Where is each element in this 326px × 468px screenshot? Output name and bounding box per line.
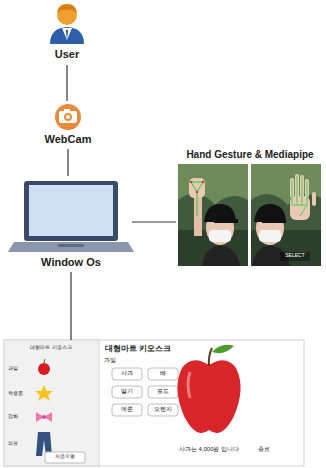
kiosk-label: 대형마트 키오스크 bbox=[30, 345, 71, 351]
illustration-part bbox=[42, 415, 46, 419]
illustration-part bbox=[57, 4, 77, 13]
node-label: User bbox=[55, 48, 79, 61]
gesture-photo bbox=[178, 164, 248, 266]
illustration-part bbox=[112, 404, 142, 416]
illustration-part bbox=[35, 385, 53, 401]
kiosk-label: 과일 bbox=[104, 357, 116, 364]
illustration-part bbox=[254, 204, 286, 222]
illustration-part bbox=[148, 404, 178, 416]
kiosk-label: 메론 bbox=[121, 406, 133, 413]
illustration-part bbox=[8, 242, 134, 252]
user-node: User bbox=[37, 0, 97, 65]
gesture-photo bbox=[251, 164, 321, 266]
illustration-part bbox=[112, 386, 142, 398]
illustration-part bbox=[112, 368, 142, 380]
illustration-part bbox=[312, 192, 316, 206]
illustration-part bbox=[194, 196, 202, 236]
connector-line bbox=[67, 149, 68, 176]
kiosk-label: 포도 bbox=[157, 388, 169, 395]
kiosk-label: 처음으로 bbox=[55, 454, 75, 460]
webcam-node: WebCam bbox=[33, 101, 103, 149]
illustration-part bbox=[59, 111, 77, 123]
illustration-part bbox=[24, 181, 118, 241]
kiosk-label: 종료 bbox=[258, 446, 270, 453]
gesture-panel: Hand Gesture & Mediapipe bbox=[176, 148, 324, 268]
illustration-part bbox=[29, 185, 113, 236]
node-label: Window Os bbox=[41, 256, 101, 269]
illustration-part bbox=[4, 340, 99, 466]
kiosk-label: 과일 bbox=[8, 366, 18, 372]
illustration-part bbox=[191, 182, 203, 216]
illustration-part bbox=[178, 230, 248, 266]
kiosk-label: 학용품 bbox=[8, 391, 23, 397]
illustration-part bbox=[62, 28, 72, 40]
illustration-part bbox=[50, 27, 84, 44]
illustration-part bbox=[55, 104, 81, 130]
illustration-part bbox=[148, 386, 178, 398]
illustration-part bbox=[209, 230, 231, 242]
illustration-part bbox=[280, 252, 310, 261]
user-icon bbox=[50, 4, 84, 44]
illustration-part bbox=[262, 219, 286, 223]
illustration-part bbox=[251, 164, 321, 205]
illustration-part bbox=[148, 368, 178, 380]
kiosk-label: 사과는 4,000원 입니다 bbox=[179, 446, 239, 453]
kiosk-label: SELECT bbox=[285, 253, 304, 259]
illustration-part bbox=[292, 176, 307, 216]
illustration-part bbox=[4, 340, 304, 466]
illustration-part bbox=[177, 360, 240, 433]
node-label: WebCam bbox=[45, 133, 92, 146]
illustration-part bbox=[66, 30, 68, 40]
illustration-part bbox=[44, 359, 45, 363]
kiosk-label: 사과 bbox=[121, 370, 133, 377]
node-label: 대형마트 키오스크 bbox=[105, 344, 171, 353]
webcam-icon bbox=[55, 104, 81, 130]
kiosk-label: 딸기 bbox=[121, 388, 133, 395]
kiosk-screen bbox=[4, 340, 304, 466]
illustration-part bbox=[178, 164, 248, 205]
illustration-part bbox=[36, 412, 52, 422]
illustration-part bbox=[57, 5, 77, 25]
illustration-part bbox=[202, 181, 205, 184]
illustration-part bbox=[251, 230, 321, 266]
illustration-part bbox=[38, 363, 50, 375]
illustration-part bbox=[178, 164, 248, 266]
illustration-part bbox=[212, 345, 234, 353]
illustration-part bbox=[64, 113, 72, 121]
illustration-part bbox=[202, 246, 240, 266]
illustration-part bbox=[196, 191, 199, 194]
illustration-part bbox=[259, 230, 281, 242]
illustration-part bbox=[58, 244, 84, 247]
computer-node: Window Os bbox=[10, 176, 132, 272]
illustration-part bbox=[190, 181, 193, 184]
node-label: Hand Gesture & Mediapipe bbox=[186, 149, 313, 161]
illustration-part bbox=[64, 109, 70, 112]
laptop-icon bbox=[8, 181, 134, 252]
illustration-part bbox=[251, 164, 321, 266]
connector-line bbox=[132, 221, 176, 222]
illustration-part bbox=[214, 219, 238, 223]
kiosk-label: 의류 bbox=[8, 441, 18, 447]
illustration-part bbox=[66, 115, 70, 119]
kiosk-label: 오렌지 bbox=[154, 406, 172, 413]
kiosk-label: 잡화 bbox=[8, 414, 18, 420]
illustration-part bbox=[188, 372, 190, 398]
kiosk-label: 배 bbox=[160, 370, 166, 377]
connector-line bbox=[70, 272, 71, 340]
connector-line bbox=[66, 65, 67, 101]
illustration-part bbox=[209, 348, 212, 366]
illustration-part bbox=[45, 452, 85, 463]
